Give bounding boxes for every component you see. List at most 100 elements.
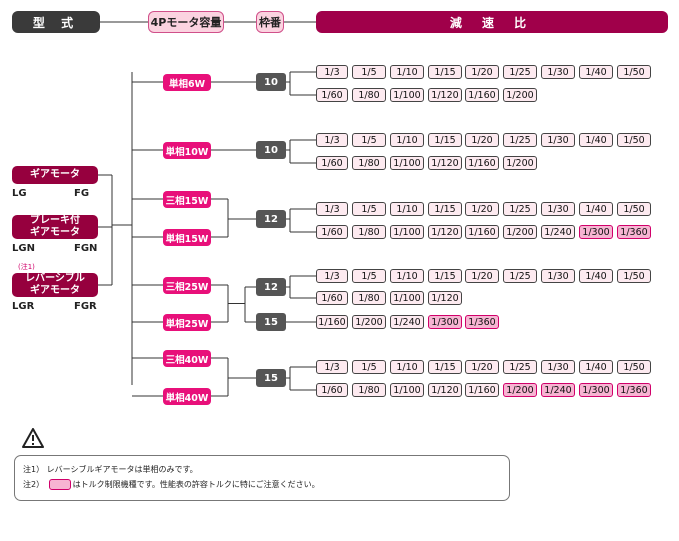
reduction-ratio: 1/60 — [316, 225, 348, 239]
frame-number: 15 — [256, 369, 286, 387]
reduction-ratio: 1/80 — [352, 383, 386, 397]
reduction-ratio: 1/30 — [541, 202, 575, 216]
reduction-ratio: 1/10 — [390, 360, 424, 374]
motor-capacity-3-1: 単相25W — [163, 314, 211, 331]
reduction-ratio: 1/40 — [579, 202, 613, 216]
reduction-ratio: 1/15 — [428, 202, 462, 216]
reduction-ratio: 1/15 — [428, 133, 462, 147]
motor-type-name-line: ギアモータ — [30, 285, 80, 296]
reduction-ratio: 1/30 — [541, 65, 575, 79]
note-marker: (注1) — [18, 263, 35, 271]
model-code-left: LGR — [12, 301, 35, 312]
reduction-ratio: 1/120 — [428, 383, 462, 397]
limited-model-swatch — [48, 479, 71, 490]
reduction-ratio: 1/200 — [503, 225, 537, 239]
motor-type-name-line: レバーシブル — [25, 273, 85, 284]
reduction-ratio: 1/360 — [617, 225, 651, 239]
header-reduction-ratio: 減 速 比 — [316, 11, 668, 33]
note-1: 注1） レバーシブルギアモータは単相のみです。 — [23, 465, 198, 474]
reduction-ratio: 1/120 — [428, 291, 462, 305]
header-motor-capacity: 4Pモータ容量 — [148, 11, 224, 33]
header-type: 型 式 — [12, 11, 100, 33]
reduction-ratio: 1/300 — [579, 225, 613, 239]
motor-capacity-4-1: 単相40W — [163, 388, 211, 405]
reduction-ratio: 1/25 — [503, 269, 537, 283]
reduction-ratio: 1/80 — [352, 88, 386, 102]
motor-capacity-4-0: 三相40W — [163, 350, 211, 367]
reduction-ratio: 1/30 — [541, 360, 575, 374]
reduction-ratio: 1/50 — [617, 269, 651, 283]
reduction-ratio: 1/80 — [352, 291, 386, 305]
frame-number: 10 — [256, 73, 286, 91]
header-frame-number: 枠番 — [256, 11, 284, 33]
reduction-ratio: 1/60 — [316, 291, 348, 305]
reduction-ratio: 1/5 — [352, 133, 386, 147]
reduction-ratio: 1/20 — [465, 269, 499, 283]
reduction-ratio: 1/5 — [352, 65, 386, 79]
reduction-ratio: 1/3 — [316, 133, 348, 147]
reduction-ratio: 1/3 — [316, 269, 348, 283]
reduction-ratio: 1/40 — [579, 65, 613, 79]
reduction-ratio: 1/160 — [316, 315, 348, 329]
model-code-right: FGN — [74, 243, 98, 254]
reduction-ratio: 1/40 — [579, 133, 613, 147]
reduction-ratio: 1/60 — [316, 156, 348, 170]
reduction-ratio: 1/100 — [390, 383, 424, 397]
motor-type-name-line: ギアモータ — [30, 169, 80, 180]
reduction-ratio: 1/15 — [428, 269, 462, 283]
frame-number: 12 — [256, 210, 286, 228]
motor-type-3: レバーシブルギアモータ — [12, 273, 98, 297]
note-2: 注2） はトルク制限機種です。性能表の許容トルクに特にご注意ください。 — [23, 477, 501, 492]
reduction-ratio: 1/20 — [465, 65, 499, 79]
reduction-ratio: 1/20 — [465, 133, 499, 147]
model-code-right: FG — [74, 188, 90, 199]
reduction-ratio: 1/80 — [352, 156, 386, 170]
reduction-ratio: 1/100 — [390, 225, 424, 239]
reduction-ratio: 1/60 — [316, 88, 348, 102]
reduction-ratio: 1/60 — [316, 383, 348, 397]
model-code-right: FGR — [74, 301, 97, 312]
reduction-ratio: 1/10 — [390, 202, 424, 216]
reduction-ratio: 1/20 — [465, 202, 499, 216]
motor-type-1: ギアモータ — [12, 166, 98, 184]
reduction-ratio: 1/100 — [390, 156, 424, 170]
reduction-ratio: 1/200 — [352, 315, 386, 329]
motor-type-2: ブレーキ付ギアモータ — [12, 215, 98, 239]
motor-type-name-line: ギアモータ — [30, 227, 80, 238]
reduction-ratio: 1/160 — [465, 88, 499, 102]
model-code-left: LG — [12, 188, 27, 199]
reduction-ratio: 1/25 — [503, 65, 537, 79]
reduction-ratio: 1/200 — [503, 383, 537, 397]
frame-number: 10 — [256, 141, 286, 159]
reduction-ratio: 1/5 — [352, 269, 386, 283]
reduction-ratio: 1/200 — [503, 156, 537, 170]
reduction-ratio: 1/100 — [390, 291, 424, 305]
notes-box: 注1） レバーシブルギアモータは単相のみです。 注2） はトルク制限機種です。性… — [14, 455, 510, 501]
motor-capacity-2-1: 単相15W — [163, 229, 211, 246]
motor-capacity-1-0: 単相10W — [163, 142, 211, 159]
reduction-ratio: 1/120 — [428, 225, 462, 239]
reduction-ratio: 1/25 — [503, 360, 537, 374]
reduction-ratio: 1/240 — [390, 315, 424, 329]
reduction-ratio: 1/50 — [617, 202, 651, 216]
reduction-ratio: 1/50 — [617, 360, 651, 374]
reduction-ratio: 1/25 — [503, 133, 537, 147]
reduction-ratio: 1/160 — [465, 225, 499, 239]
reduction-ratio: 1/5 — [352, 202, 386, 216]
note-2-text: はトルク制限機種です。性能表の許容トルクに特にご注意ください。 — [72, 480, 320, 489]
reduction-ratio: 1/360 — [465, 315, 499, 329]
reduction-ratio: 1/10 — [390, 65, 424, 79]
frame-number: 12 — [256, 278, 286, 296]
reduction-ratio: 1/240 — [541, 383, 575, 397]
reduction-ratio: 1/300 — [579, 383, 613, 397]
motor-capacity-3-0: 三相25W — [163, 277, 211, 294]
reduction-ratio: 1/300 — [428, 315, 462, 329]
reduction-ratio: 1/160 — [465, 383, 499, 397]
reduction-ratio: 1/10 — [390, 269, 424, 283]
motor-capacity-2-0: 三相15W — [163, 191, 211, 208]
reduction-ratio: 1/15 — [428, 65, 462, 79]
reduction-ratio: 1/20 — [465, 360, 499, 374]
reduction-ratio: 1/3 — [316, 65, 348, 79]
frame-number: 15 — [256, 313, 286, 331]
